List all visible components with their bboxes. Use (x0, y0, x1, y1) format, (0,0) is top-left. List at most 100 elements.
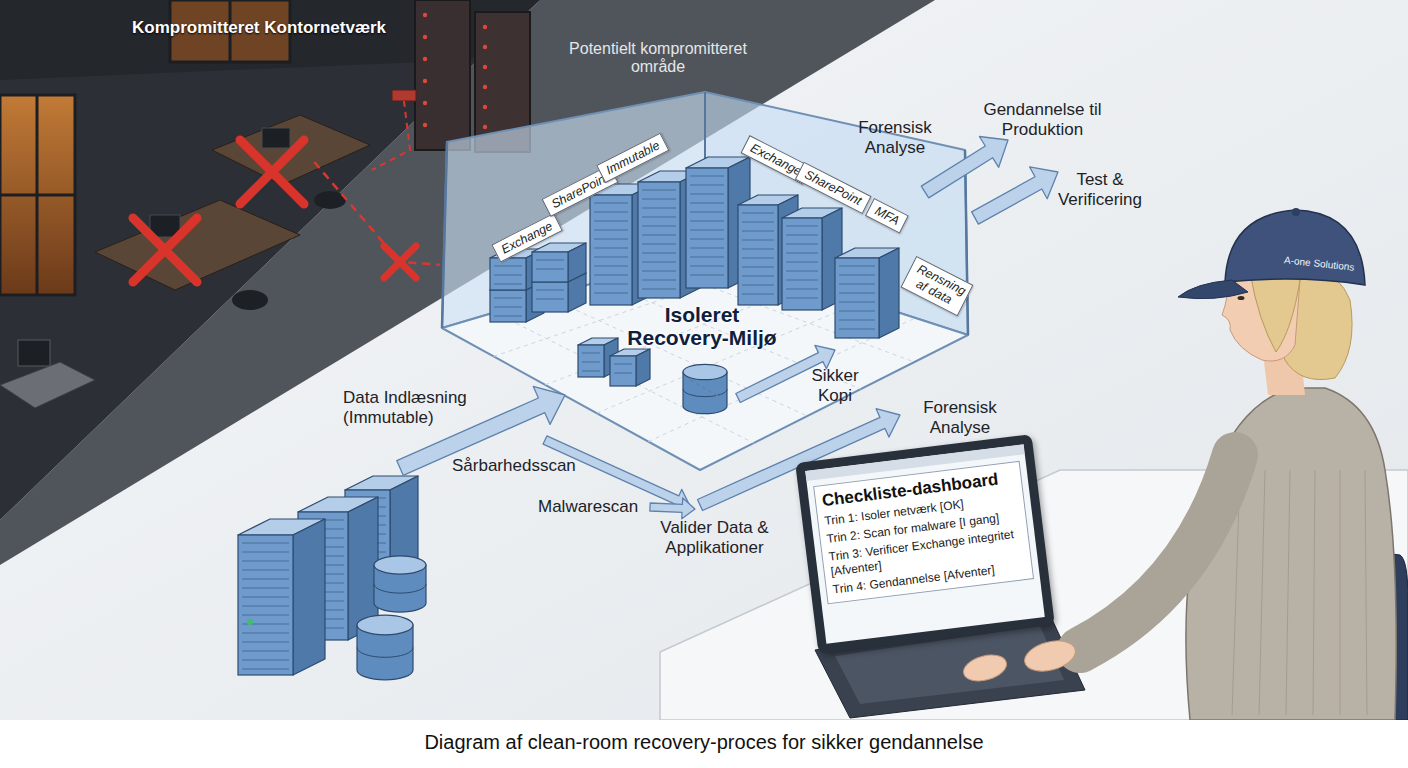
rack-slot (786, 253, 818, 254)
rack-side (568, 243, 586, 282)
rack-slot (690, 257, 724, 258)
rack-slot (494, 275, 522, 276)
cross-mark (384, 246, 416, 278)
rack-slot (582, 362, 600, 363)
db-body (357, 625, 413, 680)
rack-front (532, 252, 568, 282)
rack-slot (494, 298, 522, 299)
flow-arrow (972, 167, 1058, 224)
status-light (423, 35, 427, 39)
rack-slot (742, 258, 774, 259)
zone-heading: Kompromitteret Kontornetværk (120, 12, 380, 38)
rack-slot (242, 642, 289, 643)
cross-mark (133, 218, 197, 282)
rack-slot (582, 353, 600, 354)
flow-label: Test & Verificering (1045, 170, 1155, 209)
rack-slot (242, 669, 289, 670)
glass-frame (442, 142, 447, 328)
rack-slot (642, 190, 676, 191)
server-rack (238, 519, 325, 675)
face (1222, 262, 1300, 361)
rack-slot (494, 316, 522, 317)
rack-slot (839, 275, 875, 276)
rack-slot (742, 276, 774, 277)
status-light (423, 57, 427, 61)
db-body (374, 565, 426, 612)
rack-front (298, 512, 348, 640)
rack-slot (242, 588, 289, 589)
rack-front (610, 356, 636, 386)
rack-slot (839, 320, 875, 321)
flow-label: Forensisk Analyse (840, 118, 950, 157)
rack-slot (302, 583, 344, 584)
hair (1250, 264, 1352, 379)
rack-slot (242, 552, 289, 553)
db-top (357, 615, 413, 635)
caption: Diagram af clean-room recovery-proces fo… (0, 731, 1408, 754)
office-desk (0, 362, 95, 408)
db-top (683, 364, 727, 379)
db-ring (683, 389, 727, 397)
window (0, 95, 75, 295)
rack-slot (349, 579, 386, 580)
rack-slot (349, 498, 386, 499)
window-frame (36, 95, 39, 295)
flow-label: Data Indlæsning (Immutable) (343, 388, 483, 427)
flow-arrow (650, 498, 695, 519)
rack-slot (642, 235, 676, 236)
rack-slot (494, 284, 522, 285)
rack-slot (349, 516, 386, 517)
status-light (483, 65, 487, 69)
rack-slot (594, 248, 628, 249)
rack-slot (839, 302, 875, 303)
floor-grid (547, 297, 807, 416)
server-rack (298, 497, 378, 640)
rack-slot (642, 271, 676, 272)
checklist-panel: Checkliste-dashboardTrin 1: Isoler netvæ… (813, 461, 1034, 604)
rack-slot (786, 226, 818, 227)
knit-line (1365, 470, 1367, 715)
flow-label: Sårbarhedsscan (452, 456, 576, 476)
rack-slot (786, 271, 818, 272)
rack-slot (349, 552, 386, 553)
rack-slot (302, 520, 344, 521)
laptop-screen: Checkliste-dashboardTrin 1: Isoler netvæ… (795, 434, 1055, 654)
db-ring (357, 648, 413, 658)
dashed-link (372, 101, 410, 170)
rack-slot (594, 203, 628, 204)
rack-slot (642, 253, 676, 254)
rack-slot (242, 597, 289, 598)
rack-slot (839, 293, 875, 294)
database (374, 556, 426, 612)
knit-line (1232, 470, 1240, 715)
rack-side (348, 497, 378, 640)
rack-slot (690, 194, 724, 195)
rack-slot (742, 267, 774, 268)
rack-front (686, 168, 728, 288)
database (683, 364, 727, 413)
rack-slot (242, 561, 289, 562)
rack-slot (839, 311, 875, 312)
rack-slot (690, 203, 724, 204)
rack-slot (242, 570, 289, 571)
rack-slot (536, 260, 564, 261)
window-frame (0, 194, 75, 197)
status-light (423, 79, 427, 83)
office-desk (212, 115, 370, 185)
flow-label: Sikker Kopi (803, 366, 867, 405)
glass-frame (965, 150, 968, 335)
rack-slot (642, 262, 676, 263)
rack-slot (786, 280, 818, 281)
monitor (262, 128, 290, 148)
rack-slot (242, 633, 289, 634)
cross-mark (240, 140, 304, 204)
rack-slot (786, 262, 818, 263)
rack-slot (349, 507, 386, 508)
rack-slot (349, 561, 386, 562)
rack-top (298, 497, 378, 512)
rack-front (490, 258, 526, 290)
rack-top (238, 519, 325, 535)
status-light (483, 85, 487, 89)
rack-slot (302, 529, 344, 530)
